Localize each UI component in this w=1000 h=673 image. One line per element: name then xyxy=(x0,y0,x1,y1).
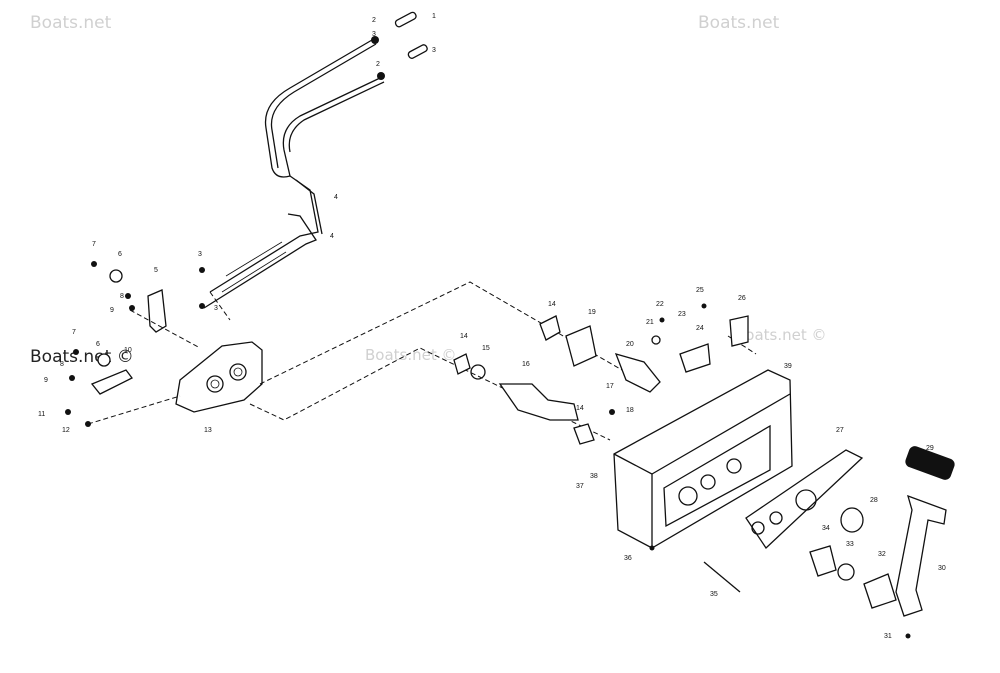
part-label: 5 xyxy=(154,267,158,274)
watermark: Boats.net © xyxy=(365,346,457,364)
part-label: 3 xyxy=(214,305,218,312)
part-label: 38 xyxy=(590,473,598,480)
part-label: 21 xyxy=(646,319,654,326)
part-label: 22 xyxy=(656,301,664,308)
part-label: 13 xyxy=(204,427,212,434)
part-label: 10 xyxy=(124,347,132,354)
watermark: Boats.net xyxy=(698,13,780,33)
part-label: 3 xyxy=(198,251,202,258)
part-label: 20 xyxy=(626,341,634,348)
part-label: 19 xyxy=(588,309,596,316)
part-label: 14 xyxy=(576,405,584,412)
part-label: 24 xyxy=(696,325,704,332)
part-label: 28 xyxy=(870,497,878,504)
part-label: 16 xyxy=(522,361,530,368)
part-label: 14 xyxy=(548,301,556,308)
part-label: 25 xyxy=(696,287,704,294)
part-label: 1 xyxy=(432,13,436,20)
control-box-housing xyxy=(613,369,864,593)
part-label: 39 xyxy=(784,363,792,370)
part-label: 33 xyxy=(846,541,854,548)
part-label: 9 xyxy=(110,307,114,314)
part-label: 6 xyxy=(96,341,100,348)
part-label: 31 xyxy=(884,633,892,640)
part-label: 6 xyxy=(118,251,122,258)
part-label: 7 xyxy=(72,329,76,336)
part-label: 3 xyxy=(372,31,376,38)
part-label: 7 xyxy=(92,241,96,248)
part-label: 26 xyxy=(738,295,746,302)
part-label: 37 xyxy=(576,483,584,490)
part-label: 32 xyxy=(878,551,886,558)
part-label: 17 xyxy=(606,383,614,390)
part-label: 4 xyxy=(334,194,338,201)
watermark: Boats.net © xyxy=(30,347,134,367)
part-label: 30 xyxy=(938,565,946,572)
part-label: 34 xyxy=(822,525,830,532)
shaft-assembly xyxy=(453,303,749,445)
part-label: 23 xyxy=(678,311,686,318)
part-label: 8 xyxy=(60,361,64,368)
part-label: 2 xyxy=(372,17,376,24)
part-label: 3 xyxy=(432,47,436,54)
control-handle xyxy=(809,446,955,639)
part-label: 29 xyxy=(926,445,934,452)
part-label: 15 xyxy=(482,345,490,352)
part-label: 9 xyxy=(44,377,48,384)
part-label: 27 xyxy=(836,427,844,434)
part-label: 11 xyxy=(38,411,45,418)
control-bracket-assembly xyxy=(65,261,263,427)
part-label: 4 xyxy=(330,233,334,240)
part-label: 14 xyxy=(460,333,468,340)
part-label: 36 xyxy=(624,555,632,562)
watermark: Boats.net © xyxy=(735,326,827,344)
part-label: 2 xyxy=(376,61,380,68)
part-label: 35 xyxy=(710,591,718,598)
watermark: Boats.net xyxy=(30,13,112,33)
part-label: 8 xyxy=(120,293,124,300)
part-label: 12 xyxy=(62,427,70,434)
part-labels: 1 2 3 3 2 4 4 3 3 5 6 7 8 9 7 6 8 9 10 1… xyxy=(38,13,946,640)
throttle-shift-cables xyxy=(203,11,428,309)
part-label: 18 xyxy=(626,407,634,414)
